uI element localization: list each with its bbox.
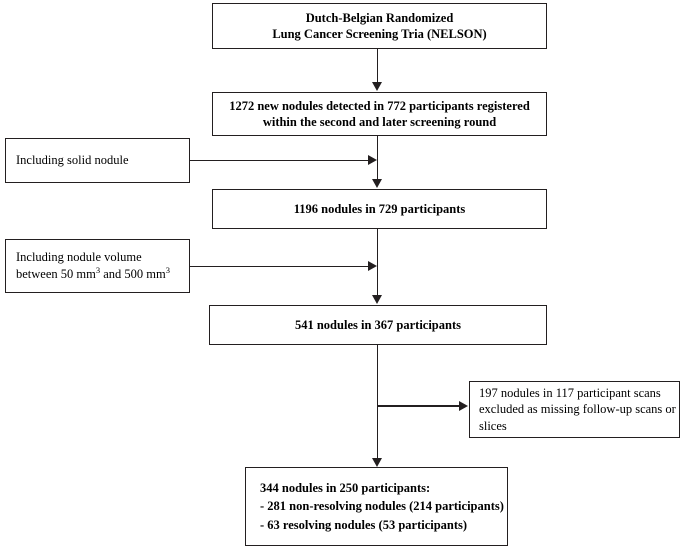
node-outcome-line2: - 281 non-resolving nodules (214 partici… (260, 499, 504, 514)
note-including-nodule-volume: Including nodule volume between 50 mm3 a… (5, 239, 190, 293)
connector-note-solid-to-spine (190, 159, 372, 162)
node-title-line1: Dutch-Belgian Randomized (305, 10, 454, 25)
connector-1196-to-541 (376, 229, 379, 297)
node-excluded-line3: slices (479, 418, 507, 433)
note-volume-line1: Including nodule volume (16, 250, 142, 265)
arrowhead-541-to-outcome (372, 458, 382, 467)
superscript-cubic-1: 3 (95, 264, 101, 275)
node-1196-box: 1196 nodules in 729 participants (212, 189, 547, 229)
node-detected-line1: 1272 new nodules detected in 772 partici… (229, 98, 530, 113)
arrowhead-1196-to-541 (372, 295, 382, 304)
node-title-line2: Lung Cancer Screening Tria (NELSON) (272, 27, 487, 41)
arrowhead-title-to-detected (372, 82, 382, 91)
connector-spine-to-excluded (377, 405, 462, 407)
node-outcome-line3: - 63 resolving nodules (53 participants) (260, 517, 468, 532)
note-including-solid-nodule: Including solid nodule (5, 138, 190, 183)
node-541-box: 541 nodules in 367 participants (209, 305, 547, 345)
connector-541-to-outcome (376, 345, 379, 460)
node-detected-box: 1272 new nodules detected in 772 partici… (212, 92, 547, 136)
arrowhead-spine-to-excluded (459, 401, 468, 411)
note-volume-line2: between 50 mm3 and 500 mm3 (16, 264, 170, 281)
arrowhead-note-solid-to-spine (368, 155, 377, 165)
node-outcome-box: 344 nodules in 250 participants: - 281 n… (245, 467, 508, 546)
connector-detected-to-1196 (376, 136, 379, 180)
node-541-line1: 541 nodules in 367 participants (294, 317, 461, 332)
node-outcome-line1: 344 nodules in 250 participants: (260, 481, 431, 496)
connector-title-to-detected (376, 49, 379, 83)
node-1196-line1: 1196 nodules in 729 participants (293, 201, 466, 216)
connector-note-volume-to-spine (190, 265, 372, 268)
node-detected-line2: within the second and later screening ro… (262, 115, 497, 129)
arrowhead-detected-to-1196 (372, 179, 382, 188)
arrowhead-note-volume-to-spine (368, 261, 377, 271)
node-excluded-line1: 197 nodules in 117 participant scans (479, 385, 661, 400)
note-solid-line1: Including solid nodule (16, 153, 129, 168)
node-excluded-line2: excluded as missing follow-up scans or (479, 402, 676, 417)
node-title-box: Dutch-Belgian Randomized Lung Cancer Scr… (212, 3, 547, 49)
node-excluded-box: 197 nodules in 117 participant scans exc… (469, 381, 680, 438)
superscript-cubic-2: 3 (165, 264, 170, 275)
